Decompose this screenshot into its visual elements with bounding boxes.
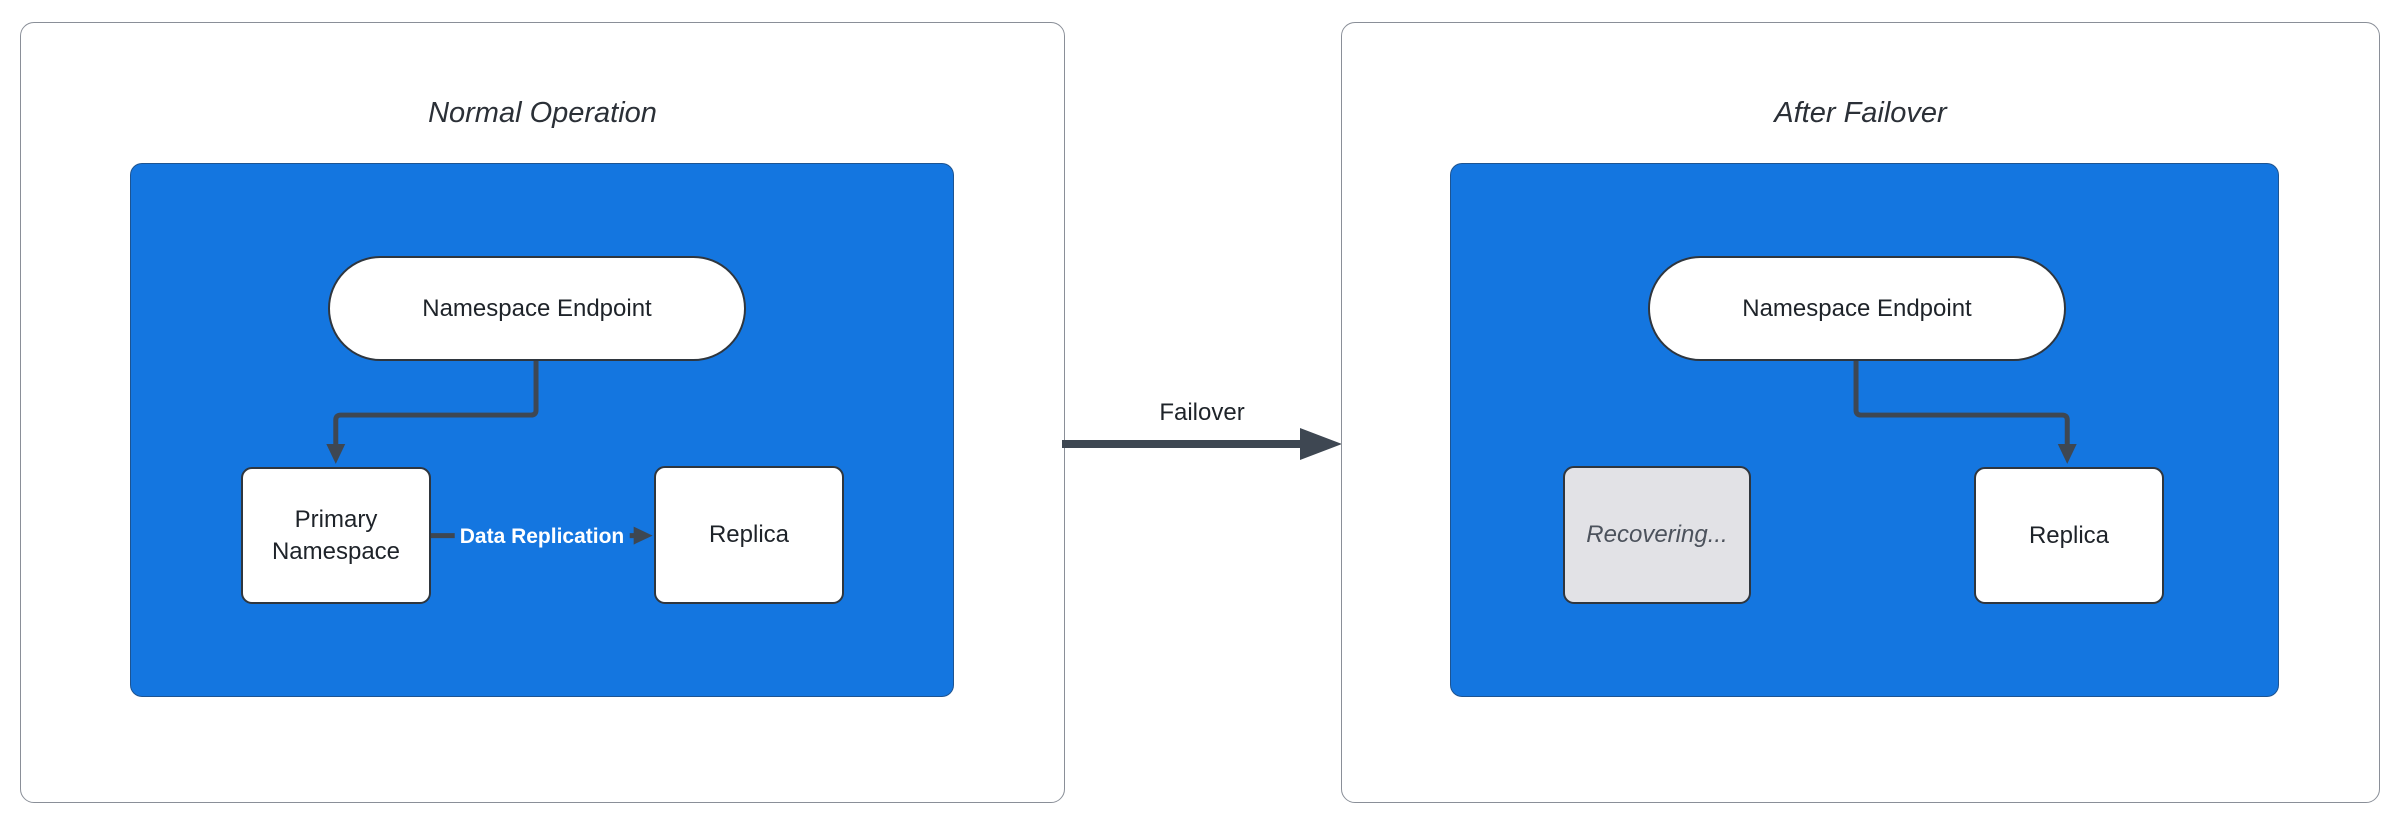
replica-label: Replica <box>708 521 790 549</box>
data-replication-arrow-label: Data Replication <box>454 523 630 551</box>
namespace-endpoint-node: Namespace Endpoint <box>328 256 746 361</box>
namespace-endpoint-label: Namespace Endpoint <box>422 294 652 322</box>
recovering-node: Recovering... <box>1563 466 1751 604</box>
normal-operation-title: Normal Operation <box>428 97 657 129</box>
primary-namespace-label: Primary Namespace <box>271 505 401 565</box>
failover-arrow-label: Failover <box>1159 399 1245 426</box>
normal-operation-cluster: Namespace Endpoint Primary Namespace Rep… <box>130 163 954 697</box>
namespace-endpoint-label: Namespace Endpoint <box>1742 294 1972 322</box>
replica-node: Replica <box>1974 467 2164 604</box>
primary-namespace-node: Primary Namespace <box>241 467 431 604</box>
endpoint-to-primary-arrow <box>326 360 653 545</box>
after-failover-panel: After Failover Namespace Endpoint Recove… <box>1341 22 2380 803</box>
normal-operation-panel: Normal Operation Namespace Endpoint Prim… <box>20 22 1065 803</box>
recovering-label: Recovering... <box>1586 521 1728 549</box>
replica-label: Replica <box>2028 521 2110 549</box>
namespace-endpoint-node: Namespace Endpoint <box>1648 256 2066 361</box>
replica-node: Replica <box>654 466 844 604</box>
after-failover-title: After Failover <box>1774 97 1947 129</box>
after-failover-cluster: Namespace Endpoint Recovering... Replica <box>1450 163 2279 697</box>
endpoint-to-replica-arrow <box>1853 360 2077 464</box>
failover-arrow <box>1062 428 1342 460</box>
